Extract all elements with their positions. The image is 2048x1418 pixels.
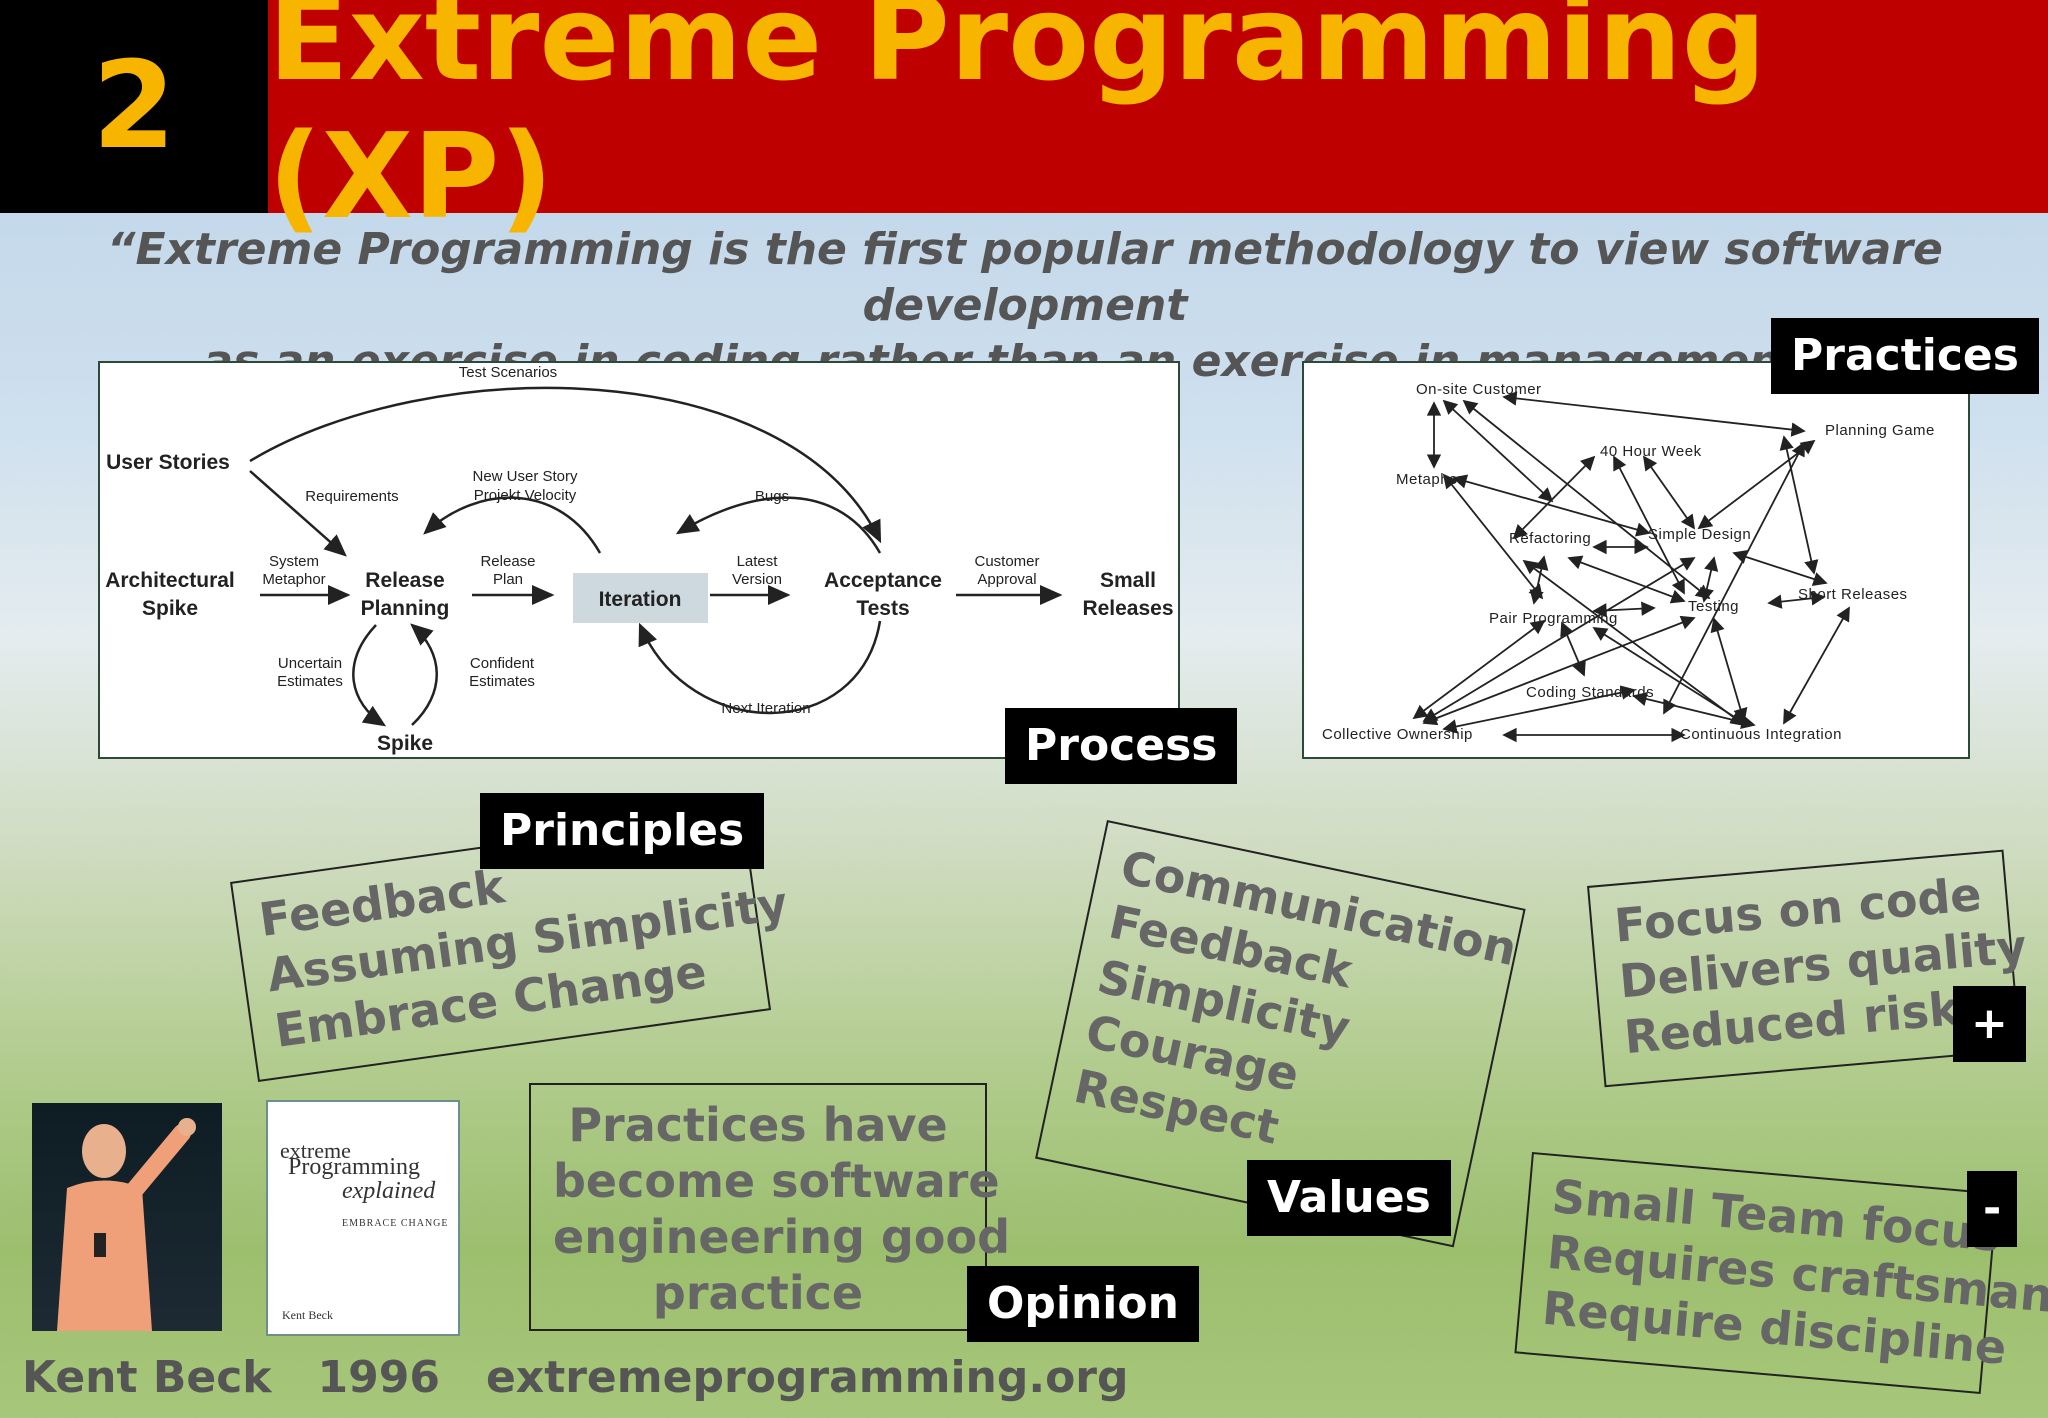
practice-40-hour-week: 40 Hour Week <box>1600 443 1702 460</box>
practice-collective-ownership: Collective Ownership <box>1322 726 1473 743</box>
practice-refactoring: Refactoring <box>1509 530 1591 547</box>
process-label: Process <box>1005 708 1238 784</box>
node-spike: Spike <box>377 732 433 755</box>
node-arch-spike-1: Architectural <box>105 569 235 592</box>
edge-label-uncertain-estimates: Estimates <box>277 673 343 690</box>
edge-label-plan: Plan <box>493 571 523 588</box>
quote-line-1: “Extreme Programming is the first popula… <box>107 224 1943 331</box>
practice-coding-standards: Coding Standards <box>1526 684 1654 701</box>
practice-short-releases: Short Releases <box>1798 586 1908 603</box>
person-illustration <box>57 1118 196 1331</box>
practice-testing: Testing <box>1688 598 1739 615</box>
cons-label: - <box>1967 1171 2018 1247</box>
edge-label-customer: Customer <box>974 553 1039 570</box>
edge-label-confident-estimates: Estimates <box>469 673 535 690</box>
book-title-2: Programming <box>288 1154 420 1180</box>
opinion-line: become software <box>553 1154 1000 1208</box>
edge-label-version: Version <box>732 571 782 588</box>
edge-label-next-iteration: Next Iteration <box>721 700 810 717</box>
edge-label-system: System <box>269 553 319 570</box>
cons-box: Small Team focus Requires craftsman Requ… <box>1514 1152 2048 1395</box>
practices-diagram: On-site Customer Planning Game 40 Hour W… <box>1302 361 1970 759</box>
book-cover: extreme Programming explained EMBRACE CH… <box>266 1100 460 1336</box>
edge-label-requirements: Requirements <box>305 488 398 505</box>
node-small-releases-2: Releases <box>1082 597 1173 620</box>
kent-beck-photo <box>32 1103 222 1331</box>
practice-pair-programming: Pair Programming <box>1489 610 1618 627</box>
edge-label-new-user-story: New User Story <box>472 468 578 485</box>
edge-confident <box>410 623 438 726</box>
edge-label-uncertain: Uncertain <box>278 655 342 672</box>
node-user-stories: User Stories <box>106 451 230 474</box>
edge-label-projekt-velocity: Projekt Velocity <box>474 487 577 504</box>
practices-label: Practices <box>1771 318 2039 394</box>
practice-simple-design: Simple Design <box>1648 526 1751 543</box>
slide-number: 2 <box>0 0 268 213</box>
node-release-planning-2: Planning <box>361 597 450 620</box>
edge-label-bugs: Bugs <box>755 488 789 505</box>
edge-requirements <box>249 470 347 557</box>
edge-bugs <box>675 496 882 554</box>
node-release-planning-1: Release <box>365 569 444 592</box>
book-title-1: extreme <box>280 1138 351 1163</box>
edge-label-latest: Latest <box>737 553 779 570</box>
node-acceptance-1: Acceptance <box>824 569 942 592</box>
pros-label: + <box>1953 986 2026 1062</box>
practices-diagram-svg: On-site Customer Planning Game 40 Hour W… <box>1322 381 1935 743</box>
footer-site: extremeprogramming.org <box>485 1352 1129 1403</box>
opinion-line: practice <box>652 1266 864 1320</box>
practice-metaphor: Metaphor <box>1396 471 1463 488</box>
practice-onsite-customer: On-site Customer <box>1416 381 1542 398</box>
process-diagram: User Stories Architectural Spike Release… <box>98 361 1180 759</box>
footer-author: Kent Beck <box>22 1352 272 1403</box>
iteration-box <box>573 573 708 623</box>
opinion-line: engineering good <box>553 1210 1010 1264</box>
edge-label-test-scenarios: Test Scenarios <box>459 364 557 381</box>
edge-label-release: Release <box>480 553 535 570</box>
opinion-label: Opinion <box>967 1266 1199 1342</box>
edge-next-iteration <box>638 620 882 715</box>
edge-new-story <box>423 496 602 554</box>
process-diagram-svg: User Stories Architectural Spike Release… <box>105 364 1173 755</box>
edge-test-scenarios <box>249 386 882 544</box>
footer: Kent Beck 1996 extremeprogramming.org <box>22 1352 1129 1403</box>
opinion-line: Practices have <box>568 1098 948 1152</box>
book-subtitle: EMBRACE CHANGE <box>342 1218 449 1229</box>
slide-title: Extreme Programming (XP) <box>268 0 2048 245</box>
values-label: Values <box>1247 1160 1451 1236</box>
practice-continuous-integration: Continuous Integration <box>1680 726 1842 743</box>
book-title-3: explained <box>342 1178 436 1204</box>
node-arch-spike-2: Spike <box>142 597 198 620</box>
edge-uncertain <box>352 624 387 727</box>
edge-label-approval: Approval <box>977 571 1036 588</box>
practice-planning-game: Planning Game <box>1825 422 1935 439</box>
footer-year: 1996 <box>317 1352 440 1403</box>
principles-label: Principles <box>480 793 765 869</box>
node-iteration: Iteration <box>599 588 682 611</box>
opinion-box: Practices have become software engineeri… <box>529 1083 1010 1331</box>
edge-label-confident: Confident <box>470 655 535 672</box>
book-author: Kent Beck <box>282 1308 333 1322</box>
node-small-releases-1: Small <box>1100 569 1156 592</box>
node-acceptance-2: Tests <box>856 597 909 620</box>
edge-label-metaphor: Metaphor <box>262 571 325 588</box>
